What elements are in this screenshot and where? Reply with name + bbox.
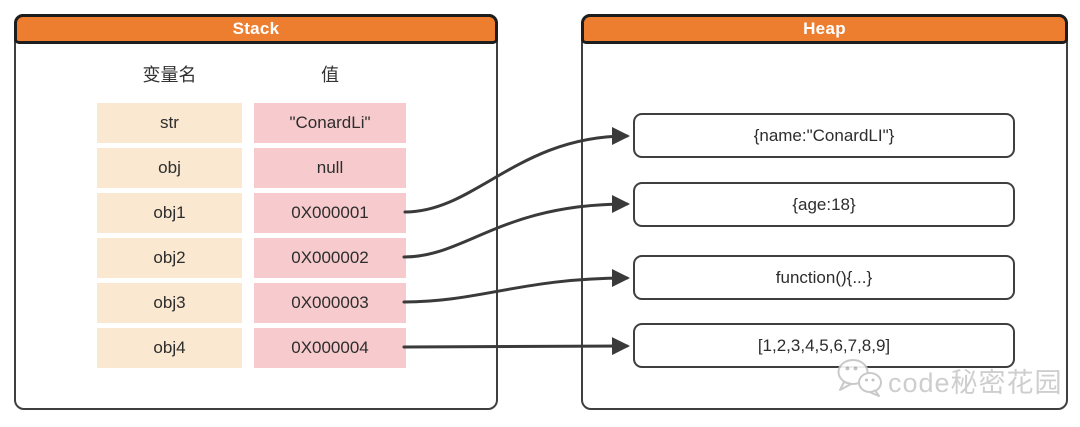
variable-value-cell: 0X000001 [254,193,406,233]
variable-name-cell: obj4 [97,328,242,368]
watermark-text: code秘密花园 [888,368,1063,398]
stack-title: Stack [232,19,280,38]
variable-name-cell: obj3 [97,283,242,323]
heap-object-name-conardli: {name:"ConardLI"} [633,113,1015,158]
column-header-variable-name: 变量名 [142,65,197,85]
variable-name-cell: obj2 [97,238,242,278]
watermark: code秘密花园 [834,356,1063,405]
variable-name-cell: str [97,103,242,143]
wechat-icon [834,356,884,405]
variable-value-cell: null [254,148,406,188]
table-row-obj2: obj2 0X000002 [97,238,406,278]
table-row-obj4: obj4 0X000004 [97,328,406,368]
stack-column-headers: 变量名 值 [97,58,487,90]
table-row-obj1: obj1 0X000001 [97,193,406,233]
table-row-obj: obj null [97,148,406,188]
variable-value-cell: "ConardLi" [254,103,406,143]
table-row-obj3: obj3 0X000003 [97,283,406,323]
heap-title: Heap [803,19,846,38]
heap-object-age-18: {age:18} [633,182,1015,227]
table-row-str: str "ConardLi" [97,103,406,143]
stack-panel: Stack 变量名 值 str "ConardLi" obj null obj1… [14,14,498,410]
heap-panel-header: Heap [581,14,1068,44]
variable-value-cell: 0X000004 [254,328,406,368]
column-header-value: 值 [321,65,339,85]
heap-object-array: [1,2,3,4,5,6,7,8,9] [633,323,1015,368]
variable-name-cell: obj [97,148,242,188]
variable-name-cell: obj1 [97,193,242,233]
variable-value-cell: 0X000002 [254,238,406,278]
stack-panel-header: Stack [14,14,498,44]
heap-object-function: function(){...} [633,255,1015,300]
variable-value-cell: 0X000003 [254,283,406,323]
column-header-gap [242,58,254,90]
stack-table: str "ConardLi" obj null obj1 0X000001 ob… [97,103,406,373]
